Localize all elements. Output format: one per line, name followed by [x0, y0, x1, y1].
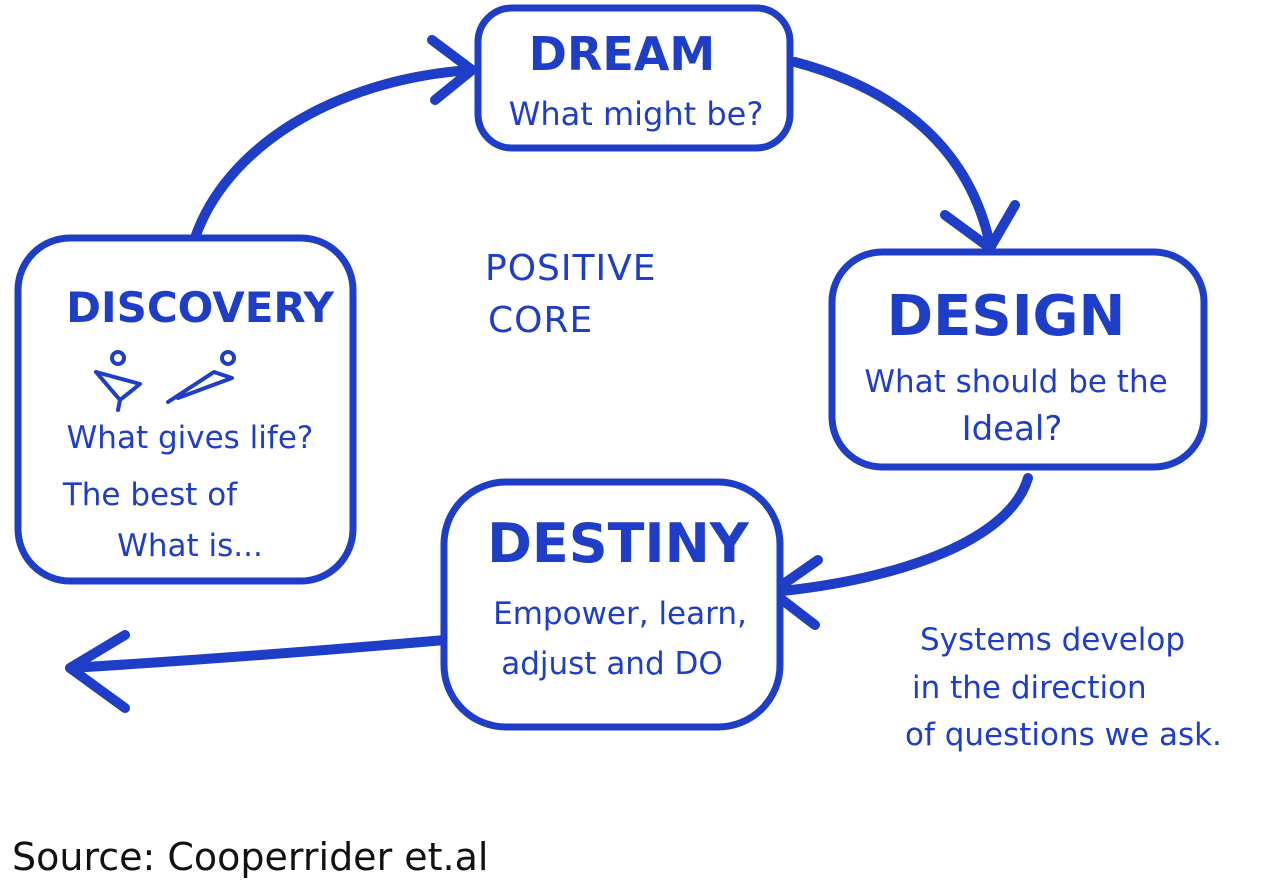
dream-question: What might be?	[509, 95, 764, 133]
arrow-dream-to-design	[790, 57, 995, 250]
note-line2: in the direction	[912, 670, 1147, 706]
systems-note: Systems develop in the direction of ques…	[905, 622, 1222, 753]
note-line1: Systems develop	[920, 622, 1185, 658]
discovery-line2: The best of	[62, 477, 238, 513]
arrowhead-design	[940, 200, 1020, 253]
destiny-line1: Empower, learn,	[493, 596, 747, 632]
dream-title: DREAM	[529, 27, 715, 81]
discovery-line1: What gives life?	[67, 420, 314, 456]
note-line3: of questions we ask.	[905, 717, 1222, 753]
arrowhead-outward	[65, 630, 130, 713]
dream-node: DREAM What might be?	[474, 4, 794, 152]
discovery-line3: What is...	[117, 528, 263, 564]
design-title: DESIGN	[887, 284, 1126, 349]
discovery-node: DISCOVERY What gives life? The best of W…	[14, 234, 357, 585]
arrow-discovery-to-dream	[190, 65, 475, 243]
arrow-destiny-outward	[65, 635, 450, 673]
design-node: DESIGN What should be the Ideal?	[828, 248, 1208, 471]
destiny-node: DESTINY Empower, learn, adjust and DO	[440, 478, 784, 731]
arrowhead-dream	[427, 35, 477, 105]
source-caption: Source: Cooperrider et.al	[12, 835, 488, 879]
arrow-design-to-destiny	[767, 473, 1033, 597]
positive-core-label: POSITIVE CORE	[485, 248, 657, 341]
destiny-line2: adjust and DO	[501, 646, 723, 682]
positive-core-line1: POSITIVE	[485, 248, 657, 289]
positive-core-line2: CORE	[488, 300, 593, 341]
two-figures-icon	[94, 350, 236, 412]
discovery-title: DISCOVERY	[66, 283, 334, 332]
design-question-line1: What should be the	[864, 364, 1167, 400]
destiny-title: DESTINY	[487, 512, 750, 575]
design-question-line2: Ideal?	[962, 409, 1063, 449]
